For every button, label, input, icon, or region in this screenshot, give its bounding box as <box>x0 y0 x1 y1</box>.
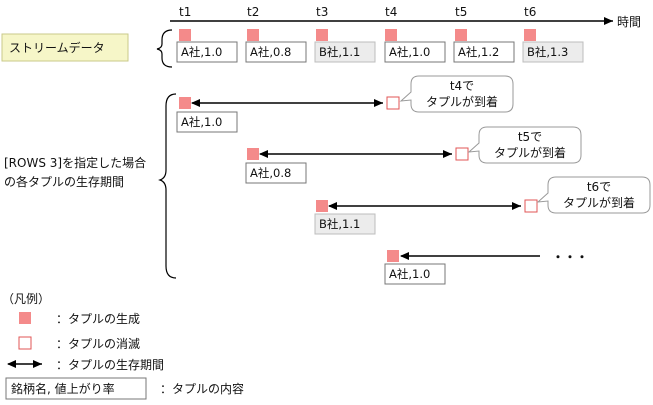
bubble-line2: タプルが到着 <box>563 195 635 210</box>
legend-deletion: ：タプルの消滅 <box>56 337 140 351</box>
stream-tuple: B社,1.1 <box>319 45 360 59</box>
stream-tuple-box <box>245 41 307 63</box>
lifetime-del-marker <box>524 199 538 213</box>
lifetime-brace <box>158 93 177 279</box>
arrival-bubble <box>467 126 582 164</box>
stream-tuple-box <box>453 41 515 63</box>
bubble-line1: t4で <box>450 79 474 93</box>
arrival-bubble <box>399 75 514 113</box>
legend-del-marker <box>18 336 32 350</box>
stream-brace <box>156 29 173 68</box>
lifetime-label-line2: の各タプルの生存期間 <box>4 174 124 189</box>
legend-title: （凡例） <box>2 292 50 306</box>
continuation-dots: ・・・ <box>552 250 588 264</box>
lifetime-tuple-box <box>176 111 238 133</box>
lifetime-gen-marker <box>179 97 191 109</box>
legend-generation: ：タプルの生成 <box>56 312 140 326</box>
legend-gen-marker <box>19 312 31 324</box>
lifetime-tuple: A社,0.8 <box>250 166 291 180</box>
stream-label-box <box>1 33 129 62</box>
legend-lifetime: ：タプルの生存期間 <box>56 358 164 372</box>
stream-gen-marker <box>524 29 536 41</box>
stream-section: ストリームデータ A社,1.0 A社,0.8 B社,1.1 A社,1.0 A社,… <box>1 29 584 68</box>
stream-gen-marker <box>316 29 328 41</box>
bubble-line1: t5で <box>518 130 542 144</box>
stream-gen-marker <box>385 29 397 41</box>
lifetime-del-marker <box>455 147 469 161</box>
stream-tuple-box <box>176 41 238 63</box>
timeline: 時間 t1 t2 t3 t4 t5 t6 <box>170 5 641 29</box>
stream-tuple: A社,1.2 <box>458 45 499 59</box>
lifetime-gen-marker <box>387 250 399 262</box>
lifetime-label-line1: [ROWS 3]を指定した場合 <box>4 155 146 170</box>
stream-gen-marker <box>247 29 259 41</box>
bubble-line2: タプルが到着 <box>426 94 498 109</box>
tick-t1: t1 <box>179 5 191 19</box>
stream-gen-marker <box>455 29 467 41</box>
tick-t6: t6 <box>524 5 536 19</box>
tick-t5: t5 <box>455 5 467 19</box>
bubble-line1: t6で <box>587 180 611 194</box>
lifetime-tuple-box <box>384 263 446 285</box>
stream-tuple: A社,0.8 <box>250 45 291 59</box>
stream-gen-marker <box>179 29 191 41</box>
lifetime-tuple: A社,1.0 <box>389 267 430 281</box>
lifetime-section: [ROWS 3]を指定した場合 の各タプルの生存期間 A社,1.0 t4で タプ… <box>4 75 651 285</box>
bubble-line2: タプルが到着 <box>494 145 566 160</box>
stream-tuple-box <box>522 41 584 63</box>
legend-content-box-text: 銘柄名, 値上がり率 <box>11 381 115 396</box>
stream-tuple-box <box>314 41 376 63</box>
stream-tuple: A社,1.0 <box>181 45 222 59</box>
lifetime-tuple-box <box>245 162 307 184</box>
tick-t4: t4 <box>385 5 397 19</box>
stream-tuple: A社,1.0 <box>389 45 430 59</box>
stream-tuple: B社,1.3 <box>527 45 568 59</box>
lifetime-tuple: A社,1.0 <box>181 115 222 129</box>
stream-tuple-box <box>384 41 446 63</box>
lifetime-gen-marker <box>247 148 259 160</box>
lifetime-tuple-box <box>314 213 376 235</box>
arrival-bubble <box>536 176 651 214</box>
tick-t2: t2 <box>247 5 259 19</box>
tick-t3: t3 <box>316 5 328 19</box>
lifetime-tuple: B社,1.1 <box>319 217 360 231</box>
lifetime-del-marker <box>386 96 400 110</box>
lifetime-gen-marker <box>316 200 328 212</box>
stream-label: ストリームデータ <box>9 40 105 55</box>
legend-content-box <box>5 377 147 400</box>
legend: （凡例） ：タプルの生成 ：タプルの消滅 ：タプルの生存期間 銘柄名, 値上がり… <box>2 292 244 400</box>
legend-content: ：タプルの内容 <box>160 381 244 396</box>
time-axis-label: 時間 <box>617 15 641 29</box>
